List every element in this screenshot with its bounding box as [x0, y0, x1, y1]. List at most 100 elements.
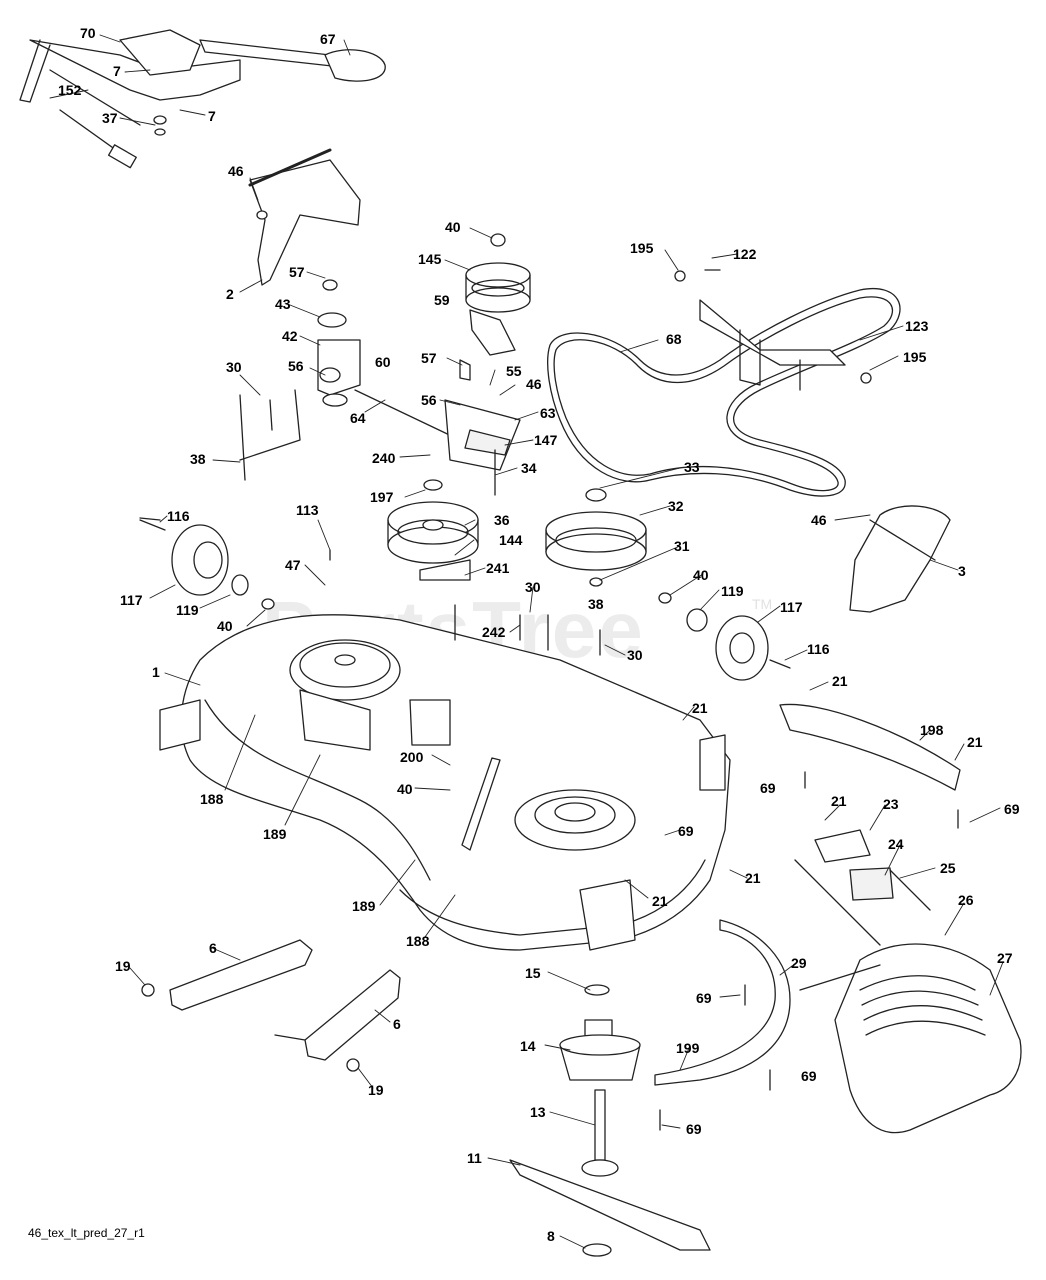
callout-144[interactable]: 144: [499, 532, 523, 548]
callout-19[interactable]: 19: [368, 1082, 384, 1098]
callout-63[interactable]: 63: [540, 405, 556, 421]
callout-119[interactable]: 119: [176, 602, 199, 618]
callout-117[interactable]: 117: [120, 592, 143, 608]
callout-116[interactable]: 116: [167, 508, 190, 524]
callout-70[interactable]: 70: [80, 25, 96, 41]
callout-43[interactable]: 43: [275, 296, 291, 312]
callout-117[interactable]: 117: [780, 599, 803, 615]
callout-32[interactable]: 32: [668, 498, 684, 514]
callout-69[interactable]: 69: [760, 780, 776, 796]
callout-23[interactable]: 23: [883, 796, 899, 812]
callout-145[interactable]: 145: [418, 251, 442, 267]
callout-40[interactable]: 40: [693, 567, 709, 583]
callout-113[interactable]: 113: [296, 502, 319, 518]
callout-59[interactable]: 59: [434, 292, 450, 308]
callout-21[interactable]: 21: [745, 870, 761, 886]
callout-34[interactable]: 34: [521, 460, 537, 476]
callout-195[interactable]: 195: [903, 349, 927, 365]
callout-21[interactable]: 21: [831, 793, 847, 809]
callout-42[interactable]: 42: [282, 328, 298, 344]
callout-6[interactable]: 6: [209, 940, 217, 956]
callout-69[interactable]: 69: [801, 1068, 817, 1084]
callout-60[interactable]: 60: [375, 354, 391, 370]
callout-199[interactable]: 199: [676, 1040, 700, 1056]
callout-46[interactable]: 46: [228, 163, 244, 179]
callout-241[interactable]: 241: [486, 560, 510, 576]
callout-21[interactable]: 21: [652, 893, 668, 909]
callout-69[interactable]: 69: [686, 1121, 702, 1137]
callout-242[interactable]: 242: [482, 624, 506, 640]
callout-2[interactable]: 2: [226, 286, 234, 302]
callout-147[interactable]: 147: [534, 432, 558, 448]
callout-7[interactable]: 7: [113, 63, 121, 79]
callout-116[interactable]: 116: [807, 641, 830, 657]
callout-40[interactable]: 40: [445, 219, 461, 235]
callout-57[interactable]: 57: [289, 264, 305, 280]
callout-188[interactable]: 188: [200, 791, 224, 807]
callout-119[interactable]: 119: [721, 583, 744, 599]
callout-56[interactable]: 56: [288, 358, 304, 374]
callout-21[interactable]: 21: [692, 700, 708, 716]
callout-19[interactable]: 19: [115, 958, 131, 974]
callout-29[interactable]: 29: [791, 955, 807, 971]
callout-55[interactable]: 55: [506, 363, 522, 379]
idler-arm-assembly: [239, 279, 461, 481]
callout-38[interactable]: 38: [588, 596, 604, 612]
callout-26[interactable]: 26: [958, 892, 974, 908]
callout-25[interactable]: 25: [940, 860, 956, 876]
callout-64[interactable]: 64: [350, 410, 366, 426]
callout-21[interactable]: 21: [832, 673, 848, 689]
callout-195[interactable]: 195: [630, 240, 654, 256]
callout-13[interactable]: 13: [530, 1104, 546, 1120]
callout-69[interactable]: 69: [678, 823, 694, 839]
mower-deck-1: [159, 614, 731, 951]
callout-188[interactable]: 188: [406, 933, 430, 949]
callout-30[interactable]: 30: [627, 647, 643, 663]
callout-8[interactable]: 8: [547, 1228, 555, 1244]
callout-189[interactable]: 189: [263, 826, 287, 842]
callout-197[interactable]: 197: [370, 489, 394, 505]
callout-31[interactable]: 31: [674, 538, 690, 554]
callout-24[interactable]: 24: [888, 836, 904, 852]
callout-30[interactable]: 30: [525, 579, 541, 595]
callout-68[interactable]: 68: [666, 331, 682, 347]
callout-46[interactable]: 46: [526, 376, 542, 392]
callout-57[interactable]: 57: [421, 350, 437, 366]
callout-240[interactable]: 240: [372, 450, 396, 466]
pulley-145: [444, 233, 531, 496]
pulley-32: [545, 488, 647, 587]
callout-21[interactable]: 21: [967, 734, 983, 750]
callout-37[interactable]: 37: [102, 110, 118, 126]
callout-200[interactable]: 200: [400, 749, 424, 765]
callout-6[interactable]: 6: [393, 1016, 401, 1032]
callout-69[interactable]: 69: [696, 990, 712, 1006]
drawing-identifier: 46_tex_lt_pred_27_r1: [28, 1226, 145, 1240]
leader-lines: [49, 34, 1004, 1249]
callout-40[interactable]: 40: [217, 618, 233, 634]
callout-67[interactable]: 67: [320, 31, 336, 47]
callout-46[interactable]: 46: [811, 512, 827, 528]
callout-33[interactable]: 33: [684, 459, 700, 475]
callout-38[interactable]: 38: [190, 451, 206, 467]
callout-27[interactable]: 27: [997, 950, 1013, 966]
callout-47[interactable]: 47: [285, 557, 301, 573]
callout-189[interactable]: 189: [352, 898, 376, 914]
callout-56[interactable]: 56: [421, 392, 437, 408]
callout-3[interactable]: 3: [958, 563, 966, 579]
callout-69[interactable]: 69: [1004, 801, 1020, 817]
callout-11[interactable]: 11: [467, 1150, 482, 1166]
callout-15[interactable]: 15: [525, 965, 541, 981]
lift-arm-6-lower: [274, 969, 401, 1072]
callout-7[interactable]: 7: [208, 108, 216, 124]
callout-122[interactable]: 122: [733, 246, 757, 262]
callout-198[interactable]: 198: [920, 722, 944, 738]
callout-36[interactable]: 36: [494, 512, 510, 528]
callout-14[interactable]: 14: [520, 1038, 536, 1054]
callout-30[interactable]: 30: [226, 359, 242, 375]
callout-40[interactable]: 40: [397, 781, 413, 797]
callout-1[interactable]: 1: [152, 664, 160, 680]
callout-152[interactable]: 152: [58, 82, 82, 98]
callout-123[interactable]: 123: [905, 318, 929, 334]
